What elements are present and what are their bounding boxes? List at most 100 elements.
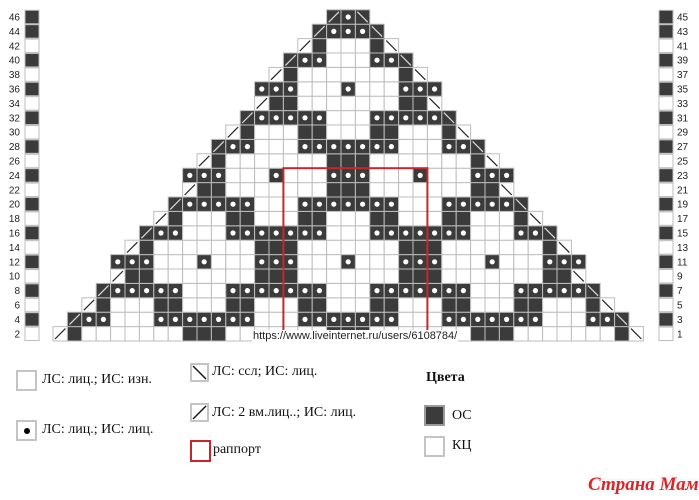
row-marker-right bbox=[658, 96, 674, 111]
chart-cell bbox=[326, 268, 342, 284]
chart-cell bbox=[326, 52, 342, 68]
chart-cell bbox=[326, 153, 342, 169]
chart-cell bbox=[196, 297, 212, 313]
chart-cell bbox=[441, 153, 457, 169]
row-label-left: 22 bbox=[9, 185, 21, 196]
chart-cell bbox=[254, 153, 270, 169]
chart-cell bbox=[340, 110, 356, 126]
chart-cell bbox=[282, 167, 299, 184]
backslash-icon bbox=[529, 212, 542, 225]
row-marker-left bbox=[24, 81, 40, 97]
dot-icon bbox=[230, 144, 236, 150]
chart-cell bbox=[498, 326, 515, 342]
backslash-icon bbox=[486, 155, 498, 167]
row-marker-left bbox=[24, 197, 40, 212]
dot-icon bbox=[302, 316, 308, 322]
backslash-icon bbox=[601, 299, 614, 311]
backslash-icon bbox=[457, 126, 470, 138]
dot-icon bbox=[302, 288, 308, 294]
row-marker-right bbox=[658, 153, 674, 169]
dot-icon bbox=[273, 172, 279, 178]
dot-icon bbox=[115, 259, 121, 265]
chart-cell bbox=[66, 326, 83, 342]
chart-cell bbox=[311, 153, 328, 169]
row-marker-left bbox=[24, 110, 40, 125]
dot-icon bbox=[403, 288, 409, 294]
chart-cell bbox=[282, 311, 299, 328]
chart-cell bbox=[196, 239, 212, 256]
chart-cell bbox=[311, 268, 328, 284]
dot-icon bbox=[288, 288, 294, 294]
chart-cell bbox=[138, 239, 155, 256]
dot-icon bbox=[331, 316, 337, 322]
chart-cell bbox=[484, 225, 500, 241]
row-label-right: 9 bbox=[677, 272, 683, 283]
slash-icon bbox=[212, 140, 225, 153]
chart-cell bbox=[196, 326, 212, 342]
dot-icon bbox=[460, 316, 466, 322]
dot-icon bbox=[302, 115, 308, 121]
dot-icon bbox=[504, 316, 510, 322]
backslash-icon bbox=[428, 97, 441, 110]
backslash-icon bbox=[443, 112, 455, 124]
chart-cell bbox=[210, 268, 227, 284]
chart-cell bbox=[167, 326, 184, 342]
chart-cell bbox=[369, 167, 385, 184]
chart-cell bbox=[570, 297, 587, 313]
dot-icon bbox=[417, 86, 423, 92]
dot-icon bbox=[590, 316, 596, 322]
dot-icon bbox=[403, 115, 409, 121]
row-label-left: 28 bbox=[9, 142, 21, 153]
row-marker-left bbox=[24, 67, 40, 82]
dot-icon bbox=[547, 259, 553, 265]
chart-cell bbox=[340, 210, 356, 227]
chart-cell bbox=[311, 254, 328, 270]
row-marker-right bbox=[658, 297, 674, 313]
chart-cell bbox=[239, 268, 256, 284]
chart-cell bbox=[556, 297, 572, 313]
chart-cell bbox=[153, 326, 169, 342]
row-marker-right bbox=[658, 283, 674, 298]
chart-cell bbox=[210, 210, 227, 227]
chart-cell bbox=[354, 182, 371, 198]
row-label-right: 41 bbox=[677, 41, 689, 52]
dot-icon bbox=[172, 288, 178, 294]
chart-cell bbox=[167, 210, 184, 227]
chart-cell bbox=[340, 225, 356, 241]
chart-cell bbox=[412, 268, 428, 284]
dot-icon bbox=[230, 230, 236, 236]
slash-icon bbox=[126, 241, 138, 254]
row-marker-left bbox=[24, 297, 40, 313]
chart-cell bbox=[498, 225, 515, 241]
chart-cell bbox=[311, 38, 328, 54]
chart-cell bbox=[196, 268, 212, 284]
chart-cell bbox=[484, 210, 500, 227]
chart-cell bbox=[340, 124, 356, 140]
row-label-right: 1 bbox=[677, 329, 683, 340]
chart-cell bbox=[513, 268, 529, 284]
row-marker-left bbox=[24, 254, 40, 270]
chart-cell bbox=[441, 167, 457, 184]
chart-cell bbox=[426, 182, 443, 198]
dot-icon bbox=[504, 201, 510, 207]
chart-cell bbox=[196, 225, 212, 241]
dot-icon bbox=[216, 201, 222, 207]
chart-cell bbox=[297, 95, 313, 112]
dot-icon bbox=[345, 86, 351, 92]
dot-icon bbox=[273, 230, 279, 236]
legend-k2tog-label: ЛС: 2 вм.лиц..; ИС: лиц. bbox=[212, 405, 357, 420]
chart-cell bbox=[297, 167, 313, 184]
chart-cell bbox=[513, 326, 529, 342]
dot-icon bbox=[403, 230, 409, 236]
chart-cell bbox=[470, 268, 486, 284]
backslash-icon bbox=[572, 270, 585, 282]
legend-ssk-symbol bbox=[190, 363, 209, 382]
row-marker-left bbox=[24, 38, 40, 53]
dot-icon bbox=[230, 316, 236, 322]
chart-cell bbox=[398, 268, 414, 284]
dot-icon bbox=[417, 288, 423, 294]
chart-cell bbox=[239, 124, 256, 140]
dot-icon bbox=[158, 230, 164, 236]
chart-cell bbox=[297, 268, 313, 284]
chart-cell bbox=[297, 182, 313, 198]
